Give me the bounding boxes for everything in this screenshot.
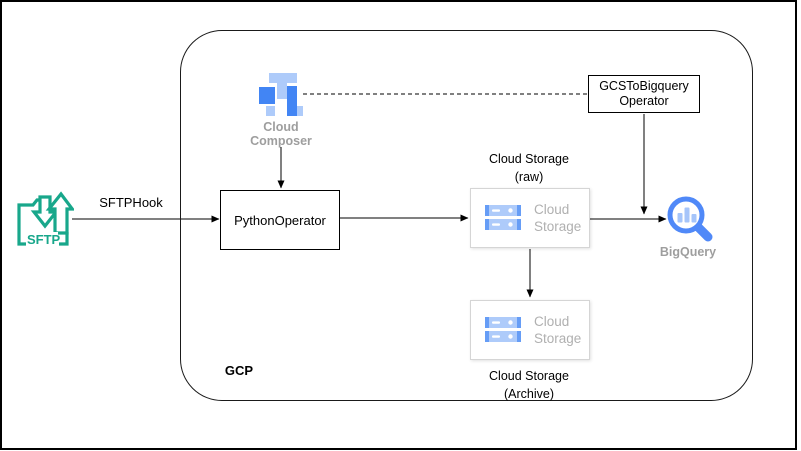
gcstobigquery-operator-node[interactable]: GCSToBigquery Operator bbox=[588, 75, 700, 113]
cloud-composer-caption: Cloud Composer bbox=[250, 120, 312, 148]
bigquery-icon bbox=[667, 196, 713, 242]
sftp-icon-text: SFTP bbox=[27, 232, 61, 247]
pythonoperator-node[interactable]: PythonOperator bbox=[220, 190, 340, 250]
cloud-storage-icon bbox=[485, 316, 521, 342]
sftp-icon: SFTP bbox=[17, 191, 76, 247]
storage-raw-node[interactable]: Cloud Storage bbox=[470, 188, 590, 248]
pythonoperator-label: PythonOperator bbox=[234, 212, 326, 228]
gcstobigquery-label-line2: Operator bbox=[619, 94, 669, 108]
folder-outline bbox=[17, 198, 45, 246]
cloud-storage-icon bbox=[485, 204, 521, 230]
bigquery-node[interactable] bbox=[664, 194, 716, 246]
storage-archive-title: Cloud Storage (Archive) bbox=[489, 369, 569, 401]
edge-label-sftphook: SFTPHook bbox=[99, 195, 163, 210]
cloud-composer-icon bbox=[259, 73, 303, 116]
bigquery-caption: BigQuery bbox=[659, 245, 717, 259]
right-bracket bbox=[59, 232, 69, 246]
storage-archive-node[interactable]: Cloud Storage bbox=[470, 300, 590, 360]
cloud-composer-node[interactable] bbox=[259, 73, 303, 119]
sftp-node[interactable]: SFTP bbox=[14, 188, 76, 250]
storage-raw-title: Cloud Storage (raw) bbox=[489, 152, 569, 184]
gcstobigquery-label-line1: GCSToBigquery bbox=[599, 79, 689, 93]
gcp-label: GCP bbox=[224, 363, 254, 378]
upload-arrow-icon bbox=[45, 191, 76, 235]
storage-raw-card-label: Cloud Storage bbox=[534, 202, 582, 234]
download-arrow-icon bbox=[30, 195, 60, 229]
gcp-boundary[interactable] bbox=[180, 30, 753, 401]
storage-archive-card-label: Cloud Storage bbox=[534, 314, 582, 346]
